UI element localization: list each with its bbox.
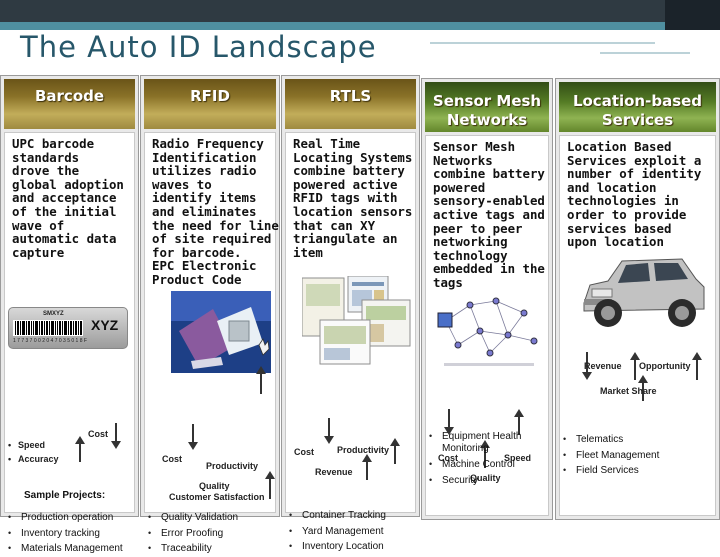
- speed-up-arrow: [514, 409, 524, 435]
- rfid-satisfaction-label: Customer Satisfaction: [169, 492, 265, 502]
- list-item: Telematics: [562, 432, 717, 448]
- location-services-description: Location Based Services exploit a number…: [567, 139, 702, 250]
- productivity-up-arrow: [256, 366, 266, 394]
- rtls-productivity-label: Productivity: [337, 445, 390, 455]
- barcode-card-small-label: SMXYZ: [43, 311, 64, 317]
- rtls-revenue-label: Revenue: [315, 467, 353, 477]
- rfid-description: Radio Frequency Identification utilizes …: [152, 136, 279, 287]
- market-share-up-arrow: [638, 375, 648, 401]
- sensor-mesh-description: Sensor Mesh Networks combine battery pow…: [433, 139, 545, 290]
- rtls-header: RTLS: [285, 79, 416, 129]
- satisfaction-up-arrow: [265, 471, 275, 499]
- list-item: Yard Management: [288, 524, 417, 540]
- bullet-icon: •: [8, 454, 12, 464]
- rfid-productivity-label: Productivity: [206, 461, 259, 471]
- barcode-description: UPC barcode standards drove the global a…: [12, 136, 124, 260]
- rtls-description: Real Time Locating Systems combine batte…: [293, 136, 413, 260]
- opportunity-up-arrow-right: [692, 352, 702, 380]
- barcode-cost-label: Cost: [88, 429, 108, 439]
- list-item: Field Services: [562, 463, 717, 479]
- revenue-up-arrow: [362, 454, 372, 480]
- cost-down-arrow: [111, 423, 121, 449]
- sensor-mesh-header: Sensor Mesh Networks: [425, 82, 549, 132]
- rfid-header: RFID: [144, 79, 276, 129]
- location-services-header: Location-based Services: [559, 82, 716, 132]
- slide-title: The Auto ID Landscape: [20, 30, 377, 64]
- list-item: Security: [428, 473, 550, 489]
- location-samples-list: Telematics Fleet Management Field Servic…: [562, 432, 717, 479]
- barcode-accuracy-label: Accuracy: [18, 454, 59, 464]
- list-item: Materials Management: [7, 541, 136, 557]
- list-item: Traceability: [147, 541, 277, 557]
- sample-projects-title: Sample Projects:: [24, 490, 106, 501]
- sensor-samples-list: Equipment Health Monitoring Machine Cont…: [428, 431, 550, 488]
- location-services-column: Location-based Services Location Based S…: [555, 78, 720, 520]
- rtls-column: RTLS Real Time Locating Systems combine …: [281, 75, 420, 554]
- barcode-card-code: XYZ: [91, 317, 119, 333]
- top-bar: [0, 0, 720, 22]
- opportunity-up-arrow: [630, 352, 640, 380]
- barcode-column: Barcode UPC barcode standards drove the …: [0, 75, 139, 556]
- list-item: Machine Control: [428, 457, 550, 473]
- top-corner-block: [665, 0, 720, 30]
- location-market-share-label: Market Share: [600, 386, 657, 396]
- rtls-screens-image: [302, 276, 411, 365]
- list-item: Fleet Management: [562, 448, 717, 464]
- list-item: Quality Validation: [147, 510, 277, 526]
- location-revenue-label: Revenue: [584, 361, 622, 371]
- list-item: Production operation: [7, 510, 136, 526]
- rtls-samples-list: Container Tracking Yard Management Inven…: [288, 508, 417, 555]
- list-item: Inventory tracking: [7, 526, 136, 542]
- rfid-column: RFID Radio Frequency Identification util…: [140, 75, 280, 556]
- location-opportunity-label: Opportunity: [639, 361, 691, 371]
- productivity-up-arrow: [390, 438, 400, 464]
- cost-down-arrow: [324, 418, 334, 444]
- revenue-arrow: [582, 352, 592, 380]
- bullet-icon: •: [8, 440, 12, 450]
- barcode-card-image: SMXYZ XYZ 1 7 7 3 7 0 0 2 0 4 7 0 3 5 0 …: [8, 307, 128, 349]
- rfid-cost-label: Cost: [162, 454, 182, 464]
- speed-up-arrow: [75, 436, 85, 462]
- barcode-speed-label: Speed: [18, 440, 46, 450]
- suv-image: [583, 258, 705, 327]
- barcode-card-digits: 1 7 7 3 7 0 0 2 0 4 7 0 3 5 0 1 8 F: [13, 338, 87, 344]
- list-item: Inventory Location: [288, 539, 417, 555]
- mesh-network-diagram: [437, 297, 538, 366]
- barcode-icon: [13, 320, 83, 336]
- rtls-cost-label: Cost: [294, 447, 314, 457]
- sensor-mesh-column: Sensor Mesh Networks Sensor Mesh Network…: [421, 78, 553, 520]
- list-item: Error Proofing: [147, 526, 277, 542]
- rfid-tag-image: [171, 291, 271, 373]
- list-item: Equipment Health Monitoring: [428, 431, 550, 454]
- barcode-header: Barcode: [4, 79, 135, 129]
- list-item: Container Tracking: [288, 508, 417, 524]
- rfid-quality-label: Quality: [199, 481, 230, 491]
- top-accent-bar: [0, 22, 720, 30]
- title-rule: [600, 52, 690, 54]
- title-rule: [430, 42, 655, 44]
- rfid-samples-list: Quality Validation Error Proofing Tracea…: [147, 510, 277, 557]
- cost-down-arrow: [188, 424, 198, 450]
- barcode-samples-list: Production operation Inventory tracking …: [7, 510, 136, 557]
